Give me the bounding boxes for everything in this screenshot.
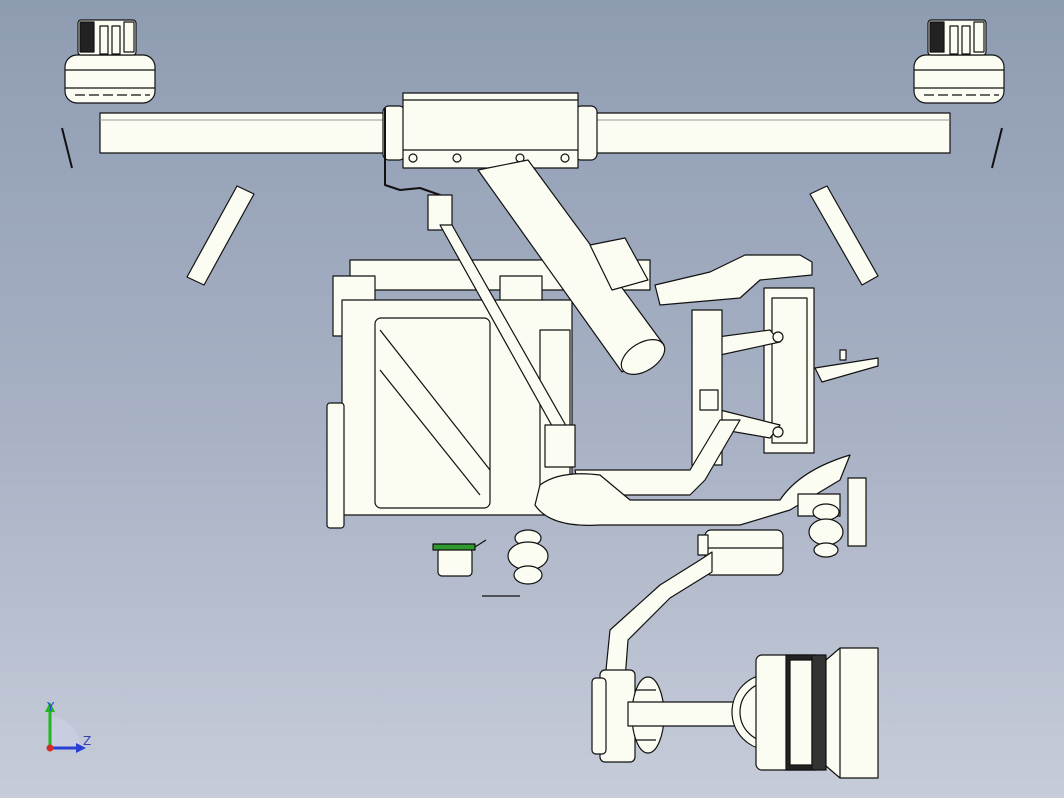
loose-connector-part	[432, 539, 487, 577]
triad-y-label: Y	[47, 700, 55, 714]
right-motor[interactable]	[913, 19, 1005, 104]
damper-ball-right[interactable]	[808, 503, 844, 558]
right-landing-leg[interactable]	[809, 185, 879, 286]
diagonal-boom-tube[interactable]	[477, 159, 671, 382]
left-landing-leg[interactable]	[186, 185, 255, 286]
damper-ball-loose[interactable]	[507, 529, 549, 585]
gimbal-yaw-motor[interactable]	[697, 529, 784, 576]
left-motor[interactable]	[64, 19, 156, 104]
support-strut[interactable]	[384, 108, 576, 468]
triad-z-label: Z	[83, 734, 92, 748]
center-hub-clamp[interactable]	[382, 92, 598, 169]
left-prop-edge	[61, 127, 73, 169]
right-prop-edge	[991, 127, 1003, 169]
camera-head[interactable]	[731, 647, 879, 779]
gimbal-roll-motor[interactable]	[591, 669, 665, 763]
boom-bracket	[589, 237, 649, 291]
side-circuit-board	[814, 349, 879, 383]
